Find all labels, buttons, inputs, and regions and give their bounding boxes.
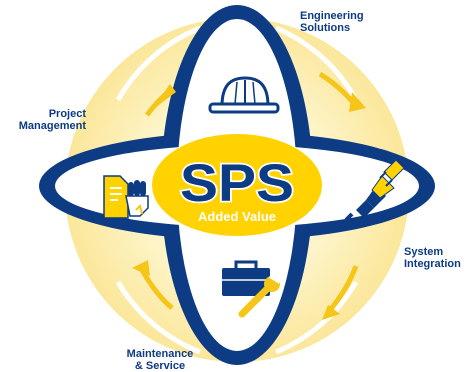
label-maintenance-line2: & Service: [134, 360, 186, 372]
toolbox-wrench-icon: [222, 260, 282, 318]
cycle-arrow-bottom-left: [132, 260, 174, 310]
quadrant-separators: [115, 25, 359, 355]
label-system-line1: System: [404, 246, 444, 258]
cycle-arrow-top-right: [318, 71, 366, 112]
label-project-line1: Project: [48, 108, 86, 120]
hard-hat-icon: [208, 76, 280, 114]
label-project-line2: Management: [18, 120, 86, 132]
label-system-line2: Integration: [404, 258, 461, 270]
center-caption: Added Value: [198, 209, 276, 224]
documents-icon: [103, 175, 149, 219]
center-ellipse: [152, 134, 322, 236]
label-maintenance-service: Maintenance & Service: [104, 348, 216, 372]
center-acronym: SPS: [180, 154, 294, 213]
plug-icon: [344, 159, 405, 222]
label-engineering-line1: Engineering: [300, 10, 364, 22]
cycle-arrow-top-left: [144, 84, 176, 117]
label-maintenance-line1: Maintenance: [126, 348, 194, 360]
label-system-integration: System Integration: [404, 246, 461, 270]
label-engineering-solutions: Engineering Solutions: [300, 10, 364, 34]
label-project-management: Project Management: [8, 108, 86, 132]
label-engineering-line2: Solutions: [300, 22, 351, 34]
cycle-arrow-bottom-right: [322, 265, 359, 320]
